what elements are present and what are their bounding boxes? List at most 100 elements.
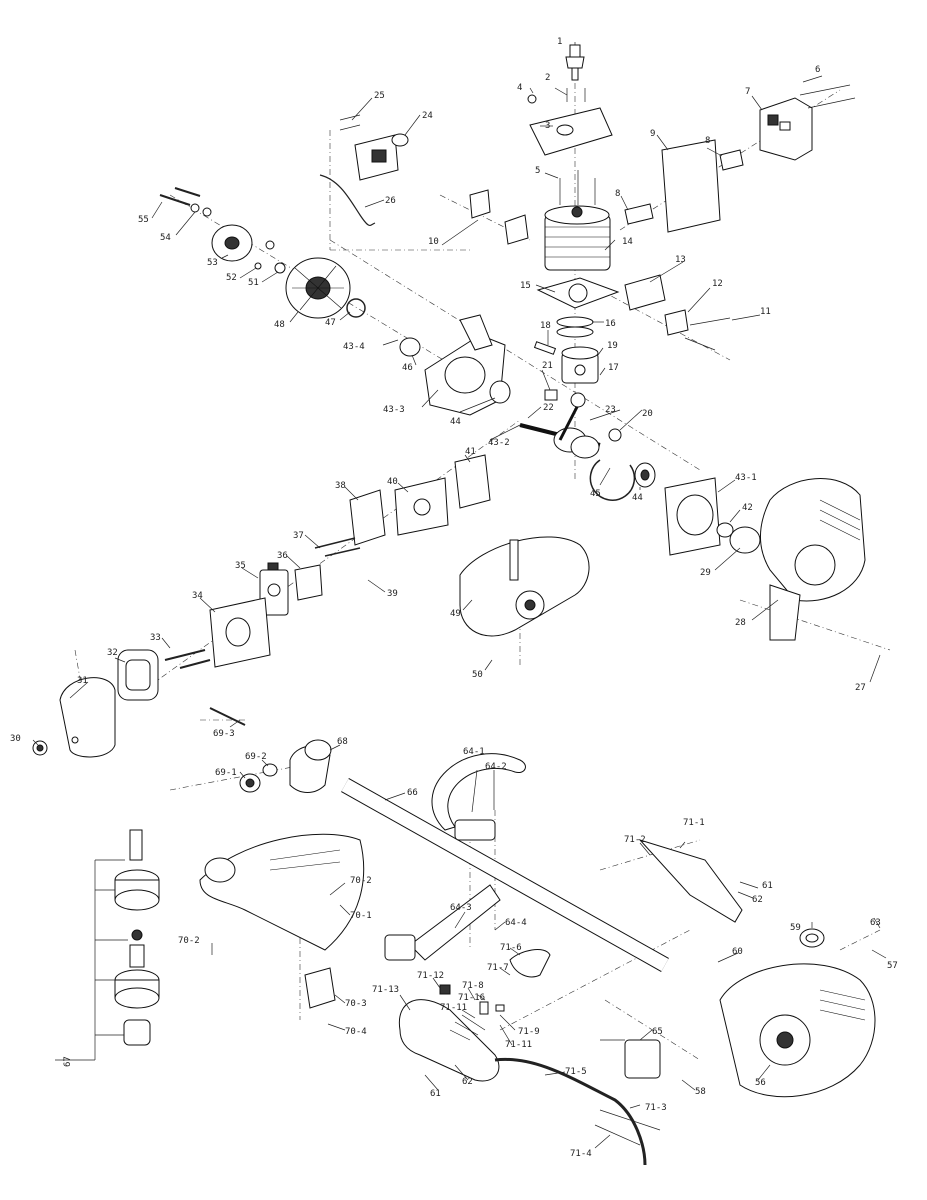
bearing-69 xyxy=(239,763,278,793)
label-65: 65 xyxy=(652,1027,663,1037)
label-60: 60 xyxy=(732,947,743,957)
main-shaft xyxy=(341,778,669,972)
label-26: 26 xyxy=(385,196,396,206)
label-53: 53 xyxy=(207,258,218,268)
trimmer-bracket-line xyxy=(94,859,128,1060)
muffler-gasket xyxy=(624,149,744,225)
label-10: 10 xyxy=(428,237,439,247)
carburetor xyxy=(259,562,289,616)
label-1: 1 xyxy=(557,37,562,47)
label-21: 21 xyxy=(542,361,553,371)
label-32: 32 xyxy=(107,648,118,658)
heat-shield xyxy=(661,139,721,233)
label-71-3: 71-3 xyxy=(645,1103,667,1113)
label-71-6: 71-6 xyxy=(500,943,522,953)
label-18: 18 xyxy=(540,321,551,331)
label-62-lower: 62 xyxy=(462,1077,473,1087)
cylinder xyxy=(544,170,611,271)
label-52: 52 xyxy=(226,273,237,283)
label-70-2-upper: 70-2 xyxy=(350,876,372,886)
label-55: 55 xyxy=(138,215,149,225)
label-33: 33 xyxy=(150,633,161,643)
label-43-4: 43-4 xyxy=(343,342,365,352)
label-61-upper: 61 xyxy=(762,881,773,891)
intake-gasket-set xyxy=(624,274,731,351)
throttle-handle xyxy=(398,999,500,1082)
seal-ring xyxy=(589,459,636,501)
piston xyxy=(561,346,599,384)
bolts-left xyxy=(159,187,201,206)
leader-lines xyxy=(32,42,887,1149)
fuel-tank xyxy=(459,536,590,637)
label-43-3: 43-3 xyxy=(383,405,405,415)
label-8-lower: 8 xyxy=(615,189,620,199)
label-71-7: 71-7 xyxy=(487,963,509,973)
label-43-2: 43-2 xyxy=(488,438,510,448)
label-43-1: 43-1 xyxy=(735,473,757,483)
label-70-4: 70-4 xyxy=(345,1027,367,1037)
label-67: 67 xyxy=(63,1056,73,1067)
spark-plug xyxy=(565,44,585,81)
label-27: 27 xyxy=(855,683,866,693)
label-49: 49 xyxy=(450,609,461,619)
loop-handle xyxy=(431,753,526,841)
label-6: 6 xyxy=(815,65,820,75)
label-40: 40 xyxy=(387,477,398,487)
carburetor-gasket xyxy=(294,564,323,601)
cylinder-gasket xyxy=(536,277,620,309)
label-71-2: 71-2 xyxy=(624,835,646,845)
cylinder-cover-plate xyxy=(529,107,613,156)
label-63: 63 xyxy=(870,918,881,928)
label-64-1: 64-1 xyxy=(463,747,485,757)
throttle-trigger xyxy=(509,949,551,978)
label-31: 31 xyxy=(77,676,88,686)
label-42: 42 xyxy=(742,503,753,513)
label-71-5: 71-5 xyxy=(565,1067,587,1077)
label-69-1: 69-1 xyxy=(215,768,237,778)
label-28: 28 xyxy=(735,618,746,628)
label-45: 45 xyxy=(590,489,601,499)
crankshaft xyxy=(519,392,601,459)
label-70-1: 70-1 xyxy=(350,911,372,921)
starter-pulley xyxy=(211,224,253,262)
piston-pin xyxy=(533,341,557,355)
label-71-12: 71-12 xyxy=(417,971,444,981)
label-25: 25 xyxy=(374,91,385,101)
label-16: 16 xyxy=(605,319,616,329)
label-3: 3 xyxy=(545,121,550,131)
label-29: 29 xyxy=(700,568,711,578)
label-11: 11 xyxy=(760,307,771,317)
knob xyxy=(32,740,48,756)
label-44-left: 44 xyxy=(450,417,461,427)
throttle-bracket xyxy=(638,838,743,923)
carb-bolts xyxy=(164,537,361,669)
label-14: 14 xyxy=(622,237,633,247)
label-4: 4 xyxy=(517,83,522,93)
label-54: 54 xyxy=(160,233,171,243)
intake-manifold xyxy=(454,454,491,509)
fan-housing xyxy=(760,478,866,641)
air-filter-cover xyxy=(59,677,116,758)
label-58: 58 xyxy=(695,1087,706,1097)
crankcase-half-right xyxy=(664,477,721,556)
label-12: 12 xyxy=(712,279,723,289)
label-64-2: 64-2 xyxy=(485,762,507,772)
label-64-3: 64-3 xyxy=(450,903,472,913)
label-22: 22 xyxy=(543,403,554,413)
label-2: 2 xyxy=(545,73,550,83)
label-69-2: 69-2 xyxy=(245,752,267,762)
label-71-13: 71-13 xyxy=(372,985,399,995)
label-9: 9 xyxy=(650,129,655,139)
label-62-upper: 62 xyxy=(752,895,763,905)
label-66: 66 xyxy=(407,788,418,798)
label-71-1: 71-1 xyxy=(683,818,705,828)
label-23: 23 xyxy=(605,405,616,415)
intake-adapter-left xyxy=(469,189,529,245)
label-37: 37 xyxy=(293,531,304,541)
washers xyxy=(190,203,286,274)
label-47: 47 xyxy=(325,318,336,328)
clutch-housing xyxy=(719,963,876,1098)
crankcase-bearing xyxy=(399,337,511,404)
label-70-2-lower: 70-2 xyxy=(178,936,200,946)
